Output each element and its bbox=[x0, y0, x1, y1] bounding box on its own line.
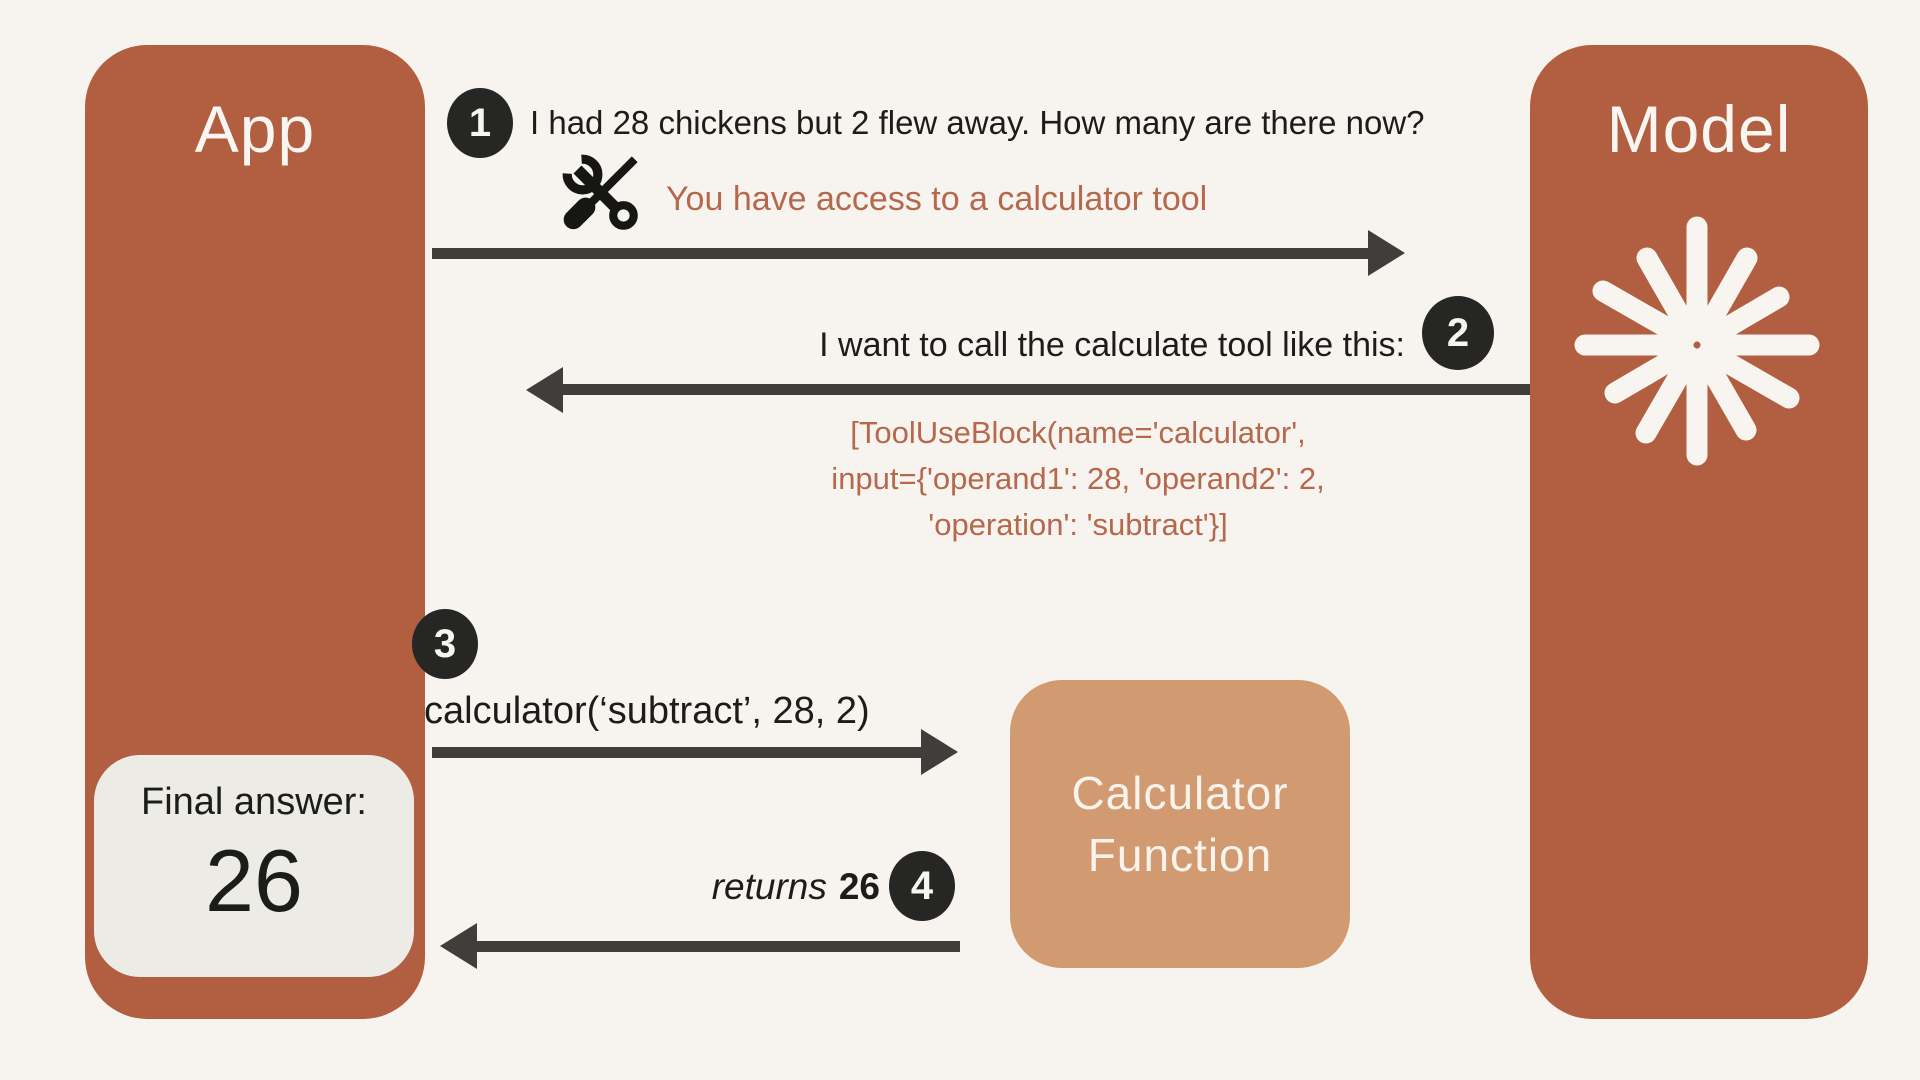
arrow-model-to-app-head bbox=[526, 367, 563, 413]
code-line-2: input={'operand1': 28, 'operand2': 2, bbox=[831, 461, 1325, 496]
arrow-model-to-app bbox=[562, 384, 1530, 395]
final-answer-value: 26 bbox=[205, 831, 303, 930]
step-4-return-value: 26 bbox=[838, 866, 880, 907]
calculator-function-line2: Function bbox=[1087, 829, 1273, 881]
step-4-returns-label: returns bbox=[711, 866, 827, 907]
step-1-badge: 1 bbox=[447, 88, 513, 158]
arrow-app-to-calculator bbox=[432, 747, 922, 758]
step-4-message: returns 26 bbox=[712, 866, 880, 908]
arrow-app-to-model bbox=[432, 248, 1369, 259]
final-answer-card: Final answer: 26 bbox=[94, 755, 414, 977]
claude-spark-icon bbox=[1574, 216, 1820, 466]
model-panel-title: Model bbox=[1606, 92, 1792, 166]
step-2-message: I want to call the calculate tool like t… bbox=[819, 326, 1405, 364]
tool-use-block-code: [ToolUseBlock(name='calculator', input={… bbox=[831, 410, 1324, 548]
step-3-badge: 3 bbox=[412, 609, 478, 679]
code-line-1: [ToolUseBlock(name='calculator', bbox=[850, 415, 1306, 450]
arrow-calculator-to-app-head bbox=[440, 923, 477, 969]
arrow-app-to-model-head bbox=[1368, 230, 1405, 276]
step-2-badge: 2 bbox=[1422, 296, 1494, 370]
step-4-badge: 4 bbox=[889, 851, 955, 921]
calculator-function-line1: Calculator bbox=[1071, 767, 1289, 819]
arrow-app-to-calculator-head bbox=[921, 729, 958, 775]
code-line-3: 'operation': 'subtract'}] bbox=[928, 507, 1228, 542]
model-panel: Model bbox=[1530, 45, 1868, 1019]
step-1-message: I had 28 chickens but 2 flew away. How m… bbox=[530, 104, 1425, 141]
calculator-function-box: Calculator Function bbox=[1010, 680, 1350, 968]
tools-icon bbox=[562, 154, 638, 230]
final-answer-label: Final answer: bbox=[141, 781, 367, 823]
arrow-calculator-to-app bbox=[476, 941, 960, 952]
step-1-system-note: You have access to a calculator tool bbox=[666, 180, 1208, 218]
app-panel: App Final answer: 26 bbox=[85, 45, 425, 1019]
app-panel-title: App bbox=[194, 92, 316, 166]
step-3-message: calculator(‘subtract’, 28, 2) bbox=[424, 690, 870, 732]
